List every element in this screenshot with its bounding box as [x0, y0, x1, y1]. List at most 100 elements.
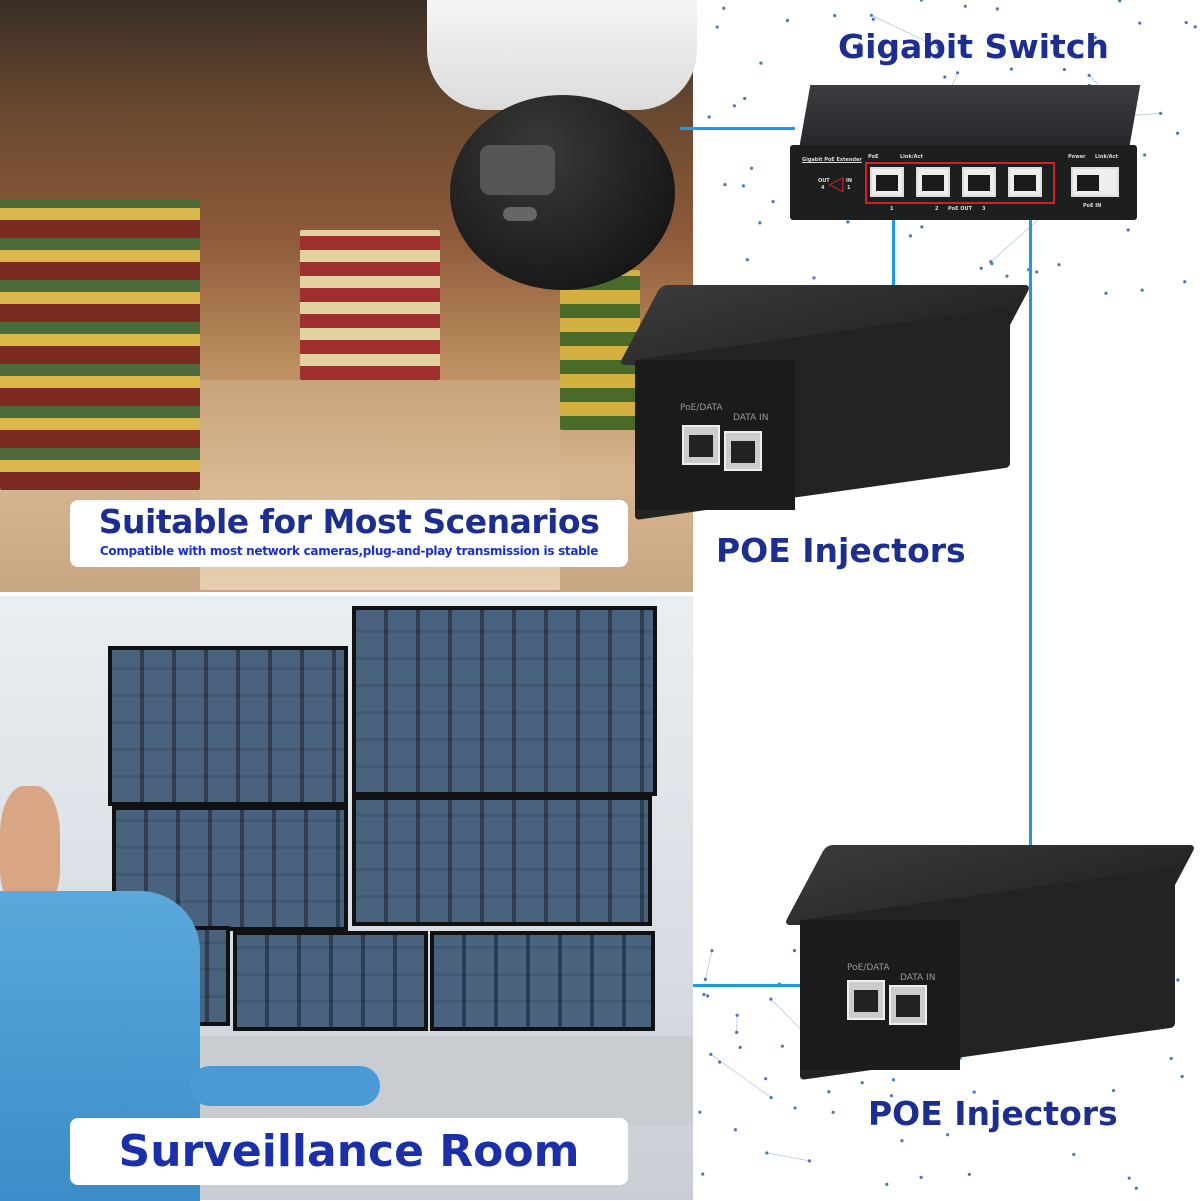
port-number: 2: [935, 206, 938, 212]
network-node: [704, 978, 707, 981]
network-node: [1194, 25, 1197, 28]
network-node: [1138, 22, 1141, 25]
network-node: [1112, 1089, 1115, 1092]
poe-data-port: [847, 980, 885, 1020]
network-node: [723, 183, 726, 186]
network-link: [767, 1153, 810, 1161]
poe-in-port: [1071, 167, 1119, 197]
network-node: [1104, 292, 1107, 295]
network-node: [1143, 153, 1146, 156]
network-node: [946, 1133, 949, 1136]
dome-camera-image: [425, 0, 700, 295]
network-node: [872, 18, 875, 21]
network-link: [705, 951, 712, 980]
poe-port-3: [962, 167, 996, 197]
poe-port-1: [870, 167, 904, 197]
network-node: [808, 1159, 811, 1162]
network-node: [1141, 289, 1144, 292]
poe-label: PoE: [868, 154, 879, 160]
network-node: [736, 1014, 739, 1017]
network-node: [735, 1031, 738, 1034]
network-node: [742, 184, 745, 187]
network-node: [1159, 112, 1162, 115]
link-act-label: Link/Act: [900, 154, 923, 160]
data-in-label: DATA IN: [733, 413, 768, 423]
network-node: [786, 19, 789, 22]
poe-in-label: PoE IN: [1083, 203, 1101, 209]
network-node: [709, 1053, 712, 1056]
data-in-label: DATA IN: [900, 973, 935, 983]
surveillance-room-photo: [0, 596, 693, 1200]
network-node: [1118, 0, 1121, 2]
network-node: [718, 1061, 721, 1064]
network-node: [1063, 68, 1066, 71]
network-node: [781, 1045, 784, 1048]
network-node: [1057, 263, 1060, 266]
network-node: [909, 234, 912, 237]
poe-data-label: PoE/DATA: [847, 963, 890, 973]
network-node: [1010, 67, 1013, 70]
network-node: [870, 14, 873, 17]
network-node: [706, 994, 709, 997]
surveillance-caption: Surveillance Room: [70, 1118, 628, 1185]
network-node: [794, 1106, 797, 1109]
poe-injector-1-image: PoE/DATA DATA IN: [620, 285, 1015, 525]
data-in-port: [724, 431, 762, 471]
network-node: [710, 949, 713, 952]
scenarios-subtitle: Compatible with most network cameras,plu…: [70, 544, 628, 558]
network-node: [1072, 1153, 1075, 1156]
network-node: [708, 115, 711, 118]
switch-to-injector2-line: [1029, 205, 1032, 850]
direction-triangle-icon: ◁: [828, 173, 843, 193]
in-num: 1: [847, 185, 850, 191]
network-node: [771, 200, 774, 203]
gigabit-switch-image: Gigabit PoE Extender OUT 4 ◁ IN 1 PoE Li…: [790, 85, 1137, 220]
link-act-label: Link/Act: [1095, 154, 1118, 160]
data-in-port: [889, 985, 927, 1025]
network-node: [968, 1173, 971, 1176]
switch-brand-label: Gigabit PoE Extender: [802, 157, 862, 163]
poe-injectors-heading-1: POE Injectors: [716, 531, 966, 570]
poe-out-label: PoE OUT: [948, 206, 972, 212]
network-node: [1181, 1075, 1184, 1078]
network-node: [758, 221, 761, 224]
network-node: [827, 1090, 830, 1093]
network-node: [750, 167, 753, 170]
network-node: [1135, 1187, 1138, 1190]
out-num: 4: [821, 185, 824, 191]
network-node: [980, 267, 983, 270]
port-number: 3: [982, 206, 985, 212]
poe-port-2: [916, 167, 950, 197]
network-node: [943, 75, 946, 78]
network-node: [739, 1046, 742, 1049]
network-node: [764, 1077, 767, 1080]
network-node: [846, 220, 849, 223]
network-node: [769, 998, 772, 1001]
network-node: [833, 14, 836, 17]
network-node: [759, 62, 762, 65]
poe-injectors-heading-2: POE Injectors: [868, 1094, 1118, 1133]
network-node: [1005, 274, 1008, 277]
poe-injector-2-image: PoE/DATA DATA IN: [785, 845, 1180, 1085]
network-node: [701, 1172, 704, 1175]
scenarios-caption: Suitable for Most Scenarios Compatible w…: [70, 500, 628, 567]
port-number: 1: [890, 206, 893, 212]
poe-data-port: [682, 425, 720, 465]
network-node: [716, 25, 719, 28]
network-node: [996, 7, 999, 10]
network-node: [920, 1176, 923, 1179]
network-node: [698, 1111, 701, 1114]
network-node: [900, 1139, 903, 1142]
network-node: [743, 97, 746, 100]
network-node: [964, 5, 967, 8]
network-node: [832, 1111, 835, 1114]
scenarios-title: Suitable for Most Scenarios: [70, 500, 628, 544]
camera-to-switch-line: [680, 127, 795, 130]
network-node: [812, 276, 815, 279]
network-node: [1176, 132, 1179, 135]
gigabit-switch-heading: Gigabit Switch: [838, 27, 1109, 66]
network-node: [1035, 270, 1038, 273]
network-node: [920, 0, 923, 2]
network-node: [770, 1096, 773, 1099]
network-node: [746, 258, 749, 261]
